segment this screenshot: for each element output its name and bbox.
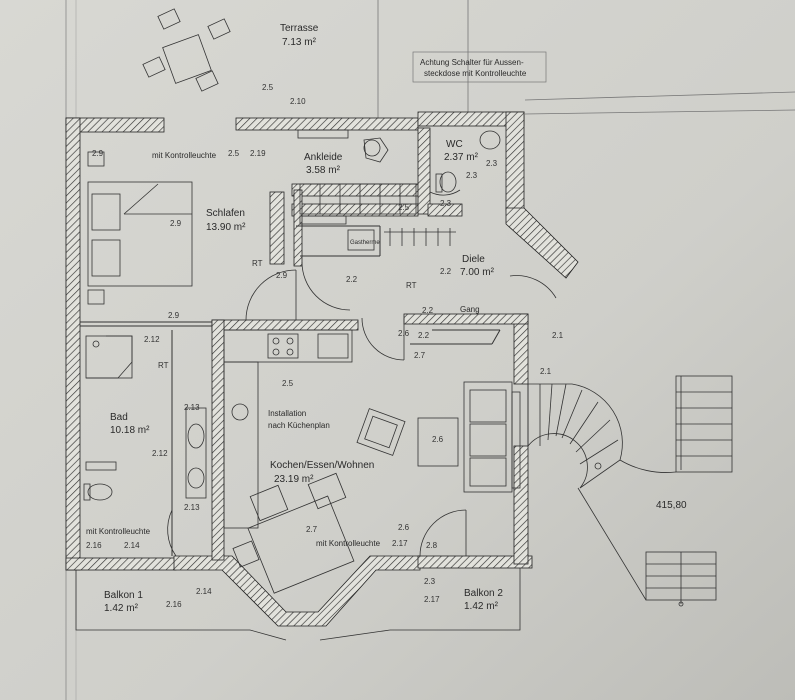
room-terrasse-name: Terrasse xyxy=(280,23,319,34)
toilet-wc xyxy=(439,171,457,193)
note-kontroll-top: mit Kontrolleuchte xyxy=(152,151,217,160)
room-ankleide-name: Ankleide xyxy=(304,152,343,163)
code-label: 2.9 xyxy=(92,149,104,158)
code-label: 2.3 xyxy=(486,159,498,168)
toilet-bad xyxy=(87,483,113,501)
code-label: 2.12 xyxy=(152,449,168,458)
note-kontroll-bad: mit Kontrolleuchte xyxy=(86,527,151,536)
staircase xyxy=(527,375,733,607)
kitchen-counter xyxy=(223,329,353,363)
room-schlafen-name: Schlafen xyxy=(206,208,245,219)
code-label: 2.6 xyxy=(432,435,444,444)
code-label: 2.12 xyxy=(144,335,160,344)
interior-lines xyxy=(80,225,501,556)
code-label: 2.17 xyxy=(424,595,440,604)
code-label: 2.13 xyxy=(184,503,200,512)
code-label: 2.1 xyxy=(552,331,564,340)
room-schlafen-area: 13.90 m² xyxy=(206,222,246,233)
code-label: 2.8 xyxy=(426,541,438,550)
code-label: 2.6 xyxy=(398,329,410,338)
balcony-outlines xyxy=(75,568,521,641)
room-kochen-area: 23.19 m² xyxy=(274,474,314,485)
bed xyxy=(87,181,193,287)
code-label: 2.5 xyxy=(398,203,410,212)
note-achtung-line1: Achtung Schalter für Aussen- xyxy=(420,58,524,67)
code-label: 2.3 xyxy=(424,577,436,586)
room-diele-area: 7.00 m² xyxy=(460,267,495,278)
code-label: 2.14 xyxy=(196,587,212,596)
room-kochen-name: Kochen/Essen/Wohnen xyxy=(270,460,374,471)
door-swings xyxy=(167,189,557,557)
room-bad-name: Bad xyxy=(110,412,128,423)
terrace-table-set xyxy=(142,8,231,92)
code-label: 2.19 xyxy=(250,149,266,158)
code-label: 2.16 xyxy=(166,600,182,609)
code-label: 2.5 xyxy=(228,149,240,158)
code-label: 2.16 xyxy=(86,541,102,550)
code-label: RT xyxy=(406,281,417,290)
code-label: 2.2 xyxy=(440,267,452,276)
code-label: 2.2 xyxy=(422,306,434,315)
code-label: 2.7 xyxy=(414,351,426,360)
room-terrasse-area: 7.13 m² xyxy=(282,37,317,48)
room-balkon1-name: Balkon 1 xyxy=(104,590,143,601)
code-label: 2.9 xyxy=(276,271,288,280)
note-kontroll-kochen: mit Kontrolleuchte xyxy=(316,539,381,548)
note-gastherme: Gastherme xyxy=(350,240,380,246)
code-label: 2.6 xyxy=(398,523,410,532)
code-label: RT xyxy=(252,259,263,268)
code-label: 2.7 xyxy=(306,525,318,534)
code-label: 2.2 xyxy=(418,331,430,340)
wardrobe xyxy=(299,183,417,215)
note-installation-line1: Installation xyxy=(268,409,306,418)
armchair xyxy=(356,408,406,456)
note-box xyxy=(412,51,547,83)
dining-table xyxy=(247,495,355,594)
code-label: 2.14 xyxy=(124,541,140,550)
note-elevation: 415,80 xyxy=(656,500,687,511)
code-label: 2.9 xyxy=(168,311,180,320)
room-balkon2-name: Balkon 2 xyxy=(464,588,503,599)
code-label: 2.3 xyxy=(466,171,478,180)
code-label: 2.3 xyxy=(440,199,452,208)
room-balkon2-area: 1.42 m² xyxy=(464,601,499,612)
code-label: 2.10 xyxy=(290,97,306,106)
code-label: 2.2 xyxy=(346,275,358,284)
code-label: 2.5 xyxy=(262,83,274,92)
room-ankleide-area: 3.58 m² xyxy=(306,165,341,176)
note-installation-line2: nach Küchenplan xyxy=(268,421,330,430)
room-balkon1-area: 1.42 m² xyxy=(104,603,139,614)
room-bad-area: 10.18 m² xyxy=(110,425,150,436)
code-label: 2.1 xyxy=(540,367,552,376)
room-diele-name: Diele xyxy=(462,254,485,265)
code-label: 2.9 xyxy=(170,219,182,228)
coffee-table xyxy=(417,417,459,467)
room-wc-name: WC xyxy=(446,139,463,150)
code-label: RT xyxy=(158,361,169,370)
furniture xyxy=(83,129,521,594)
code-label: 2.13 xyxy=(184,403,200,412)
note-achtung-line2: steckdose mit Kontrolleuchte xyxy=(424,69,527,78)
code-label: 2.17 xyxy=(392,539,408,548)
room-wc-area: 2.37 m² xyxy=(444,152,479,163)
code-labels: 2.5 2.10 2.9 2.5 2.19 2.3 2.3 2.9 RT 2.9… xyxy=(86,83,564,609)
room-gang-name: Gang xyxy=(460,305,480,314)
code-label: 2.5 xyxy=(282,379,294,388)
